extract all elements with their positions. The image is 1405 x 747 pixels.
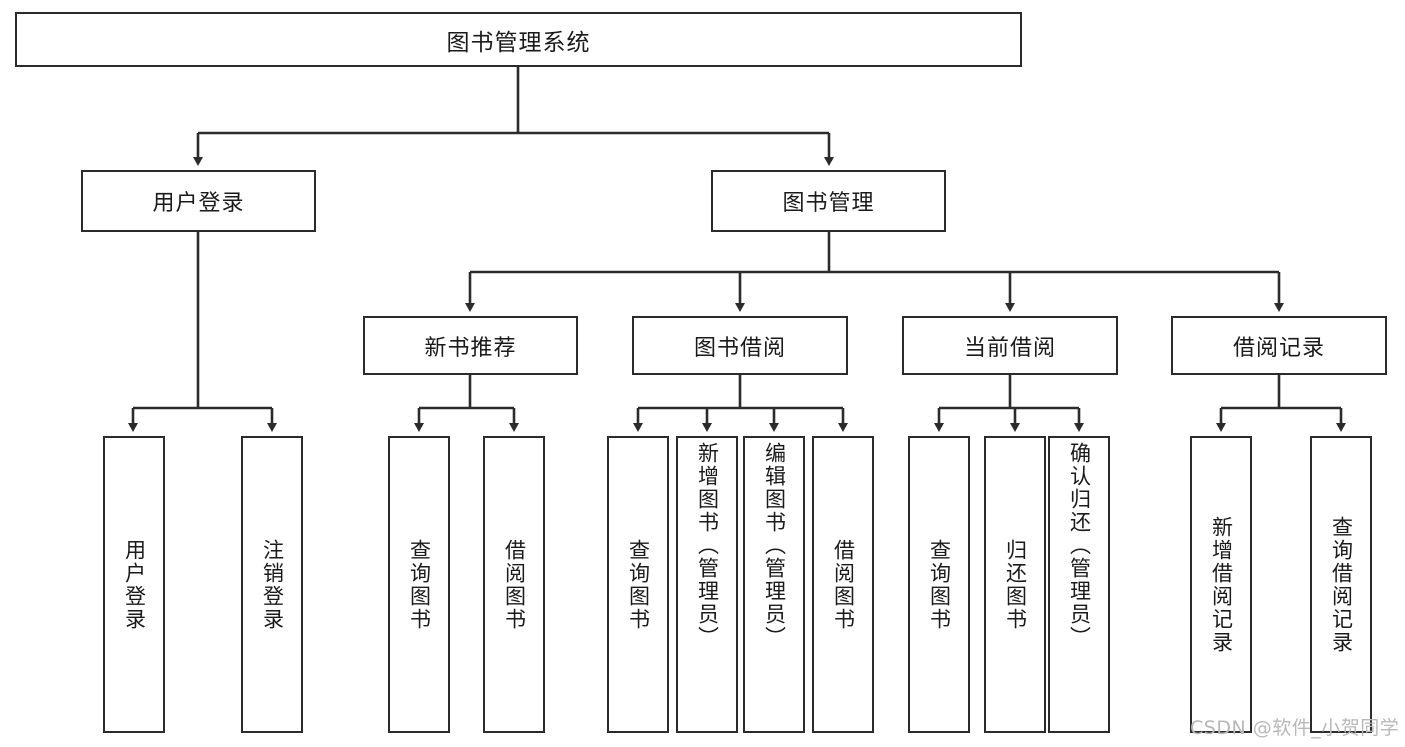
node-label: 查询图书 [927,538,952,631]
leaf-query-book-recommend[interactable]: 查询图书 [388,436,450,733]
leaf-borrow-book-recommend[interactable]: 借阅图书 [483,436,545,733]
leaf-borrow-book[interactable]: 借阅图书 [812,436,874,733]
csdn-watermark: CSDN @软件_小贺同学 [1190,717,1400,739]
node-label: 新书推荐 [424,335,517,361]
node-label: 用户登录 [152,191,245,216]
node-label: 图书借阅 [693,335,786,361]
node-user-login[interactable]: 用户登录 [81,170,316,232]
node-new-book-recommend[interactable]: 新书推荐 [363,316,578,375]
node-label: 当前借阅 [963,335,1056,361]
node-borrow-record[interactable]: 借阅记录 [1171,316,1387,375]
node-label: 新增借阅记录 [1209,515,1234,654]
leaf-query-borrow-record[interactable]: 查询借阅记录 [1310,436,1372,733]
node-label: 查询图书 [407,538,432,631]
node-label: 查询借阅记录 [1329,515,1354,654]
node-label: 编辑图书（管理员） [762,442,787,649]
node-label: 注销登录 [260,538,285,631]
leaf-add-borrow-record[interactable]: 新增借阅记录 [1190,436,1252,733]
leaf-confirm-return-admin[interactable]: 确认归还（管理员） [1048,436,1110,733]
node-label: 归还图书 [1003,538,1028,631]
leaf-user-logout[interactable]: 注销登录 [241,436,303,733]
node-current-borrow[interactable]: 当前借阅 [902,316,1118,375]
leaf-user-login[interactable]: 用户登录 [103,436,165,733]
leaf-edit-book-admin[interactable]: 编辑图书（管理员） [743,436,805,733]
node-root-system[interactable]: 图书管理系统 [15,12,1022,67]
node-label: 确认归还（管理员） [1067,442,1092,649]
node-label: 用户登录 [122,538,147,631]
node-label: 新增图书（管理员） [695,442,720,649]
node-label: 借阅记录 [1232,335,1325,361]
node-book-management[interactable]: 图书管理 [711,170,946,232]
leaf-return-book[interactable]: 归还图书 [984,436,1046,733]
node-label: 查询图书 [626,538,651,631]
leaf-add-book-admin[interactable]: 新增图书（管理员） [676,436,738,733]
node-label: 图书管理系统 [446,29,591,56]
leaf-query-book-current[interactable]: 查询图书 [908,436,970,733]
node-label: 借阅图书 [831,538,856,631]
leaf-query-book-borrow[interactable]: 查询图书 [607,436,669,733]
node-label: 图书管理 [782,191,875,216]
node-book-borrow[interactable]: 图书借阅 [632,316,848,375]
node-label: 借阅图书 [502,538,527,631]
